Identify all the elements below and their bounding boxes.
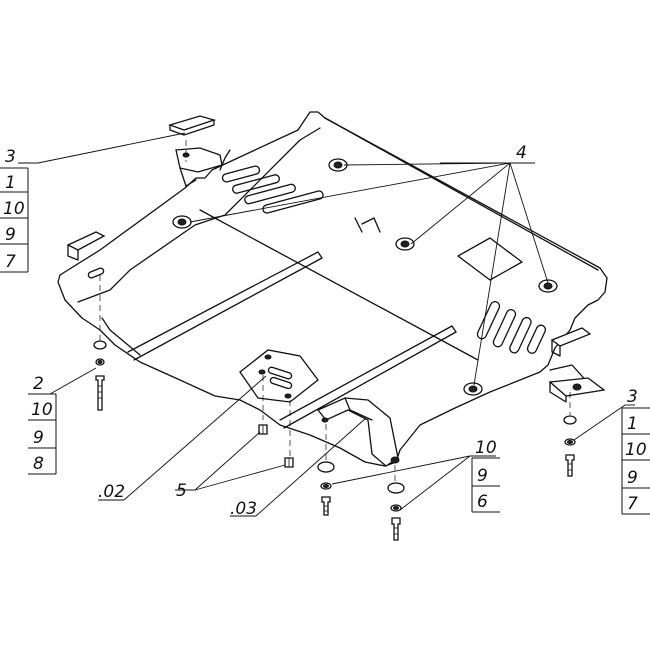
fastener-center [317,461,335,516]
callout-left-mid-2: 9 [33,428,44,448]
skid-plate [57,111,608,467]
plate-02 [239,349,319,403]
callout-stack-top-left: 3 1 10 9 7 [0,147,29,273]
callout-top-left-0: 3 [5,147,16,167]
callout-top-left-4: 7 [5,252,16,272]
callout-left-mid-3: 8 [33,454,44,474]
stiffener-ribs [127,251,457,429]
callout-stack-right: 3 1 10 9 7 [621,387,650,515]
left-slot [87,267,105,279]
left-bracket [66,231,106,261]
logo-mark [354,217,381,233]
fastener-left [93,340,107,411]
callout-top-left-1: 1 [5,173,16,193]
nuts-5 [258,424,294,468]
callout-left-mid-0: 2 [33,374,44,394]
top-left-bracket [167,115,223,187]
callout-right-3: 9 [627,468,638,488]
bracket-03 [316,397,400,467]
right-bracket-lower [548,377,606,403]
fastener-bottom [387,482,405,541]
callout-bottom-center-2: 6 [477,492,488,512]
callout-right-0: 3 [627,387,638,407]
vent-slots-top [221,165,324,214]
fastener-right [563,415,577,477]
rect-cutout [457,237,523,281]
label-4: 4 [516,143,527,163]
right-bracket-upper [550,327,592,357]
center-lines [99,140,571,486]
callout-stack-bottom-center: 10 9 6 [471,438,500,513]
callout-right-2: 10 [625,440,647,460]
leader-lines [18,132,635,517]
callout-right-4: 7 [627,494,638,514]
callout-right-1: 1 [627,414,638,434]
callout-bottom-center-1: 9 [477,466,488,486]
callout-top-left-3: 9 [5,225,16,245]
callout-left-mid-1: 10 [31,400,53,420]
label-5: 5 [176,481,187,501]
callout-top-left-2: 10 [3,199,25,219]
callout-stack-left-mid: 2 10 9 8 [28,374,57,475]
mounting-holes [172,158,558,396]
callout-bottom-center-0: 10 [475,438,497,458]
label-03: .03 [230,499,257,519]
label-02: .02 [98,482,125,502]
